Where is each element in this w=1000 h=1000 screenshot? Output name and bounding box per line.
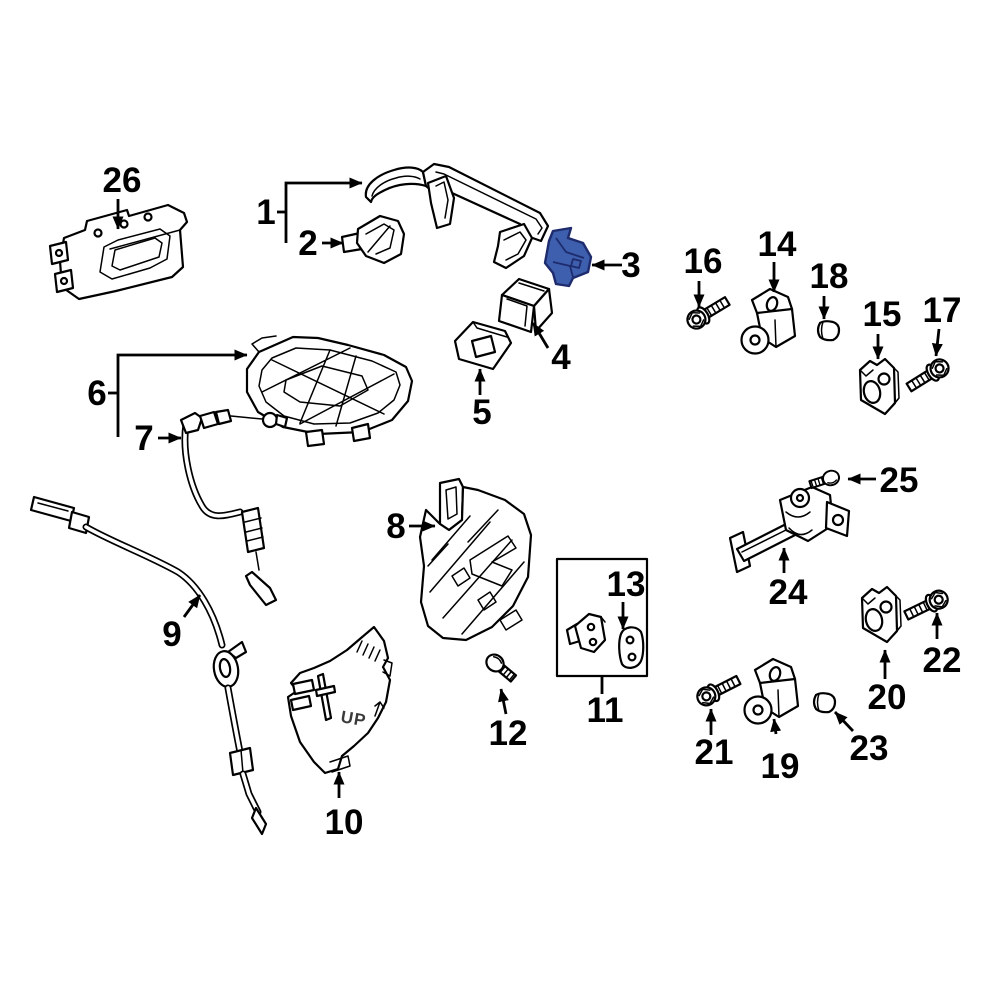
- part-2-handle-cap-drawing: [340, 214, 406, 265]
- callout-label-4: 4: [551, 338, 571, 377]
- part-17-bolt-drawing: [903, 354, 954, 397]
- part-21-bolt-drawing: [693, 670, 744, 710]
- callout-label-26: 26: [103, 161, 142, 200]
- part-19-hinge-drawing: [743, 657, 800, 725]
- callout-arrow-12: [498, 688, 509, 715]
- callout-label-25: 25: [880, 461, 919, 500]
- part-23-plug-drawing: [812, 692, 837, 714]
- part-10-shield-drawing: UP: [286, 625, 393, 775]
- callout-label-2: 2: [298, 224, 317, 263]
- part-24-check-strap-drawing: [728, 485, 851, 574]
- part-5-bezel-drawing: [453, 320, 513, 371]
- callout-label-19: 19: [761, 747, 800, 786]
- part-3-highlighted-bracket-drawing: [543, 226, 593, 288]
- part-12-screw-drawing: [481, 649, 520, 686]
- part-7-cable-drawing: [179, 408, 289, 607]
- callout-label-14: 14: [758, 225, 797, 264]
- part-14-hinge-drawing: [740, 287, 797, 355]
- shield-up-arrow-icon: [374, 701, 385, 717]
- callout-label-15: 15: [863, 295, 902, 334]
- part-13-striker-drawing: [565, 612, 607, 654]
- callout-label-18: 18: [810, 257, 849, 296]
- shield-up-text: UP: [339, 707, 368, 730]
- callout-label-24: 24: [769, 573, 808, 612]
- part-11-kit-box: [555, 557, 649, 678]
- callout-label-22: 22: [923, 641, 962, 680]
- callout-label-6: 6: [87, 374, 106, 413]
- callout-leader-6: [108, 349, 248, 437]
- callout-label-1: 1: [256, 193, 275, 232]
- part-9-cable-drawing: [29, 495, 268, 836]
- callout-label-3: 3: [621, 246, 640, 285]
- part-4-cover-drawing: [497, 277, 554, 334]
- part-25-screw-drawing: [807, 467, 842, 493]
- part-20-hinge-bracket-drawing: [860, 585, 903, 644]
- callout-label-9: 9: [162, 615, 181, 654]
- callout-label-17: 17: [923, 291, 962, 330]
- part-18-plug-drawing: [816, 320, 841, 342]
- callout-label-21: 21: [695, 733, 734, 772]
- callout-label-12: 12: [489, 714, 528, 753]
- callout-label-20: 20: [868, 678, 907, 717]
- callout-arrow-19: [770, 718, 782, 735]
- callout-leader-1: [277, 177, 363, 243]
- part-15-hinge-bracket-drawing: [858, 357, 901, 416]
- callout-label-11: 11: [587, 691, 624, 730]
- callout-label-7: 7: [134, 419, 153, 458]
- callout-label-10: 10: [325, 803, 364, 842]
- callout-label-5: 5: [472, 393, 491, 432]
- callout-arrow-17: [931, 328, 943, 357]
- part-22-bolt-drawing: [901, 586, 952, 625]
- part-26-bracket-drawing: [48, 203, 189, 301]
- callout-label-13: 13: [607, 565, 646, 604]
- part-1-door-handle-drawing: [364, 162, 550, 270]
- part-16-bolt-drawing: [682, 292, 734, 333]
- part-6-handle-housing-drawing: [245, 335, 414, 448]
- part-8-latch-drawing: [418, 477, 533, 642]
- callout-arrow-9: [182, 594, 202, 618]
- callout-label-23: 23: [850, 729, 889, 768]
- callout-label-8: 8: [386, 507, 405, 546]
- callout-arrow-23: [833, 711, 855, 732]
- callout-label-16: 16: [684, 242, 723, 281]
- callout-arrow-4: [531, 322, 550, 349]
- part-13-striker-plate-drawing: [618, 626, 645, 669]
